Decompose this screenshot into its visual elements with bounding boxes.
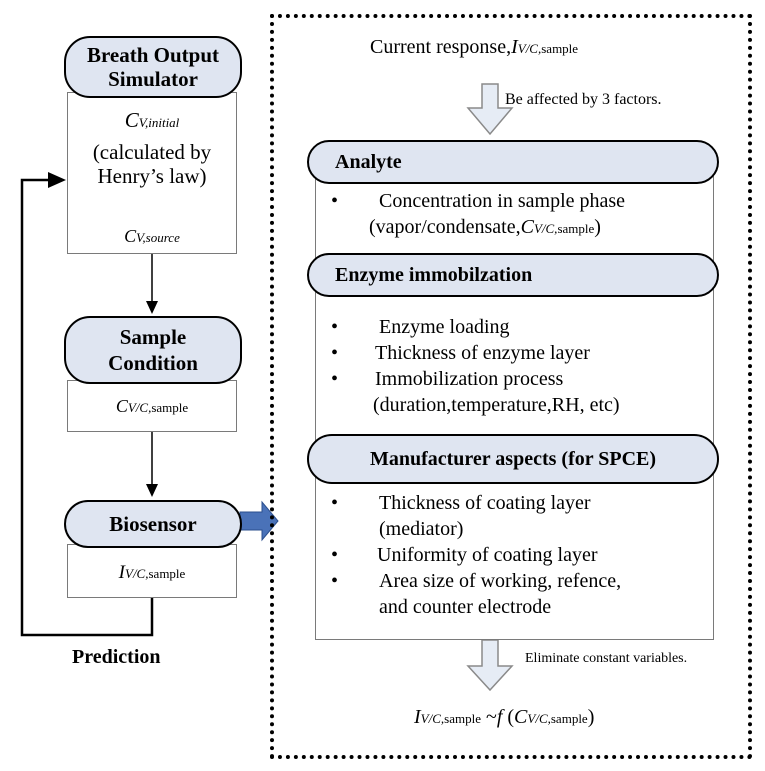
manufacturer-list: •Thickness of coating layer (mediator) •… bbox=[315, 490, 714, 620]
c-source-label: CV,source bbox=[124, 226, 180, 246]
affected-note: Be affected by 3 factors. bbox=[505, 91, 662, 108]
c-sample-label: CV/C,sample bbox=[115, 396, 189, 416]
breath-simulator-title: Breath Output Simulator bbox=[86, 43, 220, 91]
sample-condition-title: Sample Condition bbox=[108, 325, 198, 375]
feedback-arrow-icon bbox=[48, 172, 66, 188]
analyte-pill: Analyte bbox=[307, 140, 719, 184]
list-item: and counter electrode bbox=[379, 596, 552, 618]
prediction-label: Prediction bbox=[72, 646, 161, 668]
arrow-down-icon bbox=[146, 301, 158, 314]
list-item: (vapor/condensate,CV/C,sample) bbox=[369, 216, 601, 238]
manufacturer-title: Manufacturer aspects (for SPCE) bbox=[369, 447, 657, 470]
factors-box bbox=[315, 160, 714, 640]
breath-simulator-pill: Breath Output Simulator bbox=[64, 36, 242, 98]
c-initial-label: CV,initial bbox=[124, 108, 180, 132]
current-response-label: Current response,IV/C,sample bbox=[370, 36, 579, 58]
eliminate-note: Eliminate constant variables. bbox=[525, 651, 688, 666]
list-item: •Thickness of enzyme layer bbox=[331, 342, 590, 364]
enzyme-title: Enzyme immobilzation bbox=[335, 263, 533, 286]
list-item: •Concentration in sample phase bbox=[331, 190, 626, 212]
hollow-arrow-down-icon bbox=[466, 83, 514, 136]
breath-box bbox=[67, 92, 237, 254]
final-formula: IV/C,sample ~f (CV/C,sample) bbox=[414, 706, 595, 728]
i-sample-label: IV/C,sample bbox=[118, 562, 186, 583]
sample-condition-pill: Sample Condition bbox=[64, 316, 242, 384]
manufacturer-pill: Manufacturer aspects (for SPCE) bbox=[307, 434, 719, 484]
list-item: •Uniformity of coating layer bbox=[331, 544, 598, 566]
biosensor-pill: Biosensor bbox=[64, 500, 242, 548]
list-item: •Enzyme loading bbox=[331, 316, 510, 338]
enzyme-list: •Enzyme loading •Thickness of enzyme lay… bbox=[315, 314, 714, 418]
arrow-down-icon bbox=[146, 484, 158, 497]
biosensor-title: Biosensor bbox=[109, 511, 197, 536]
list-item: •Thickness of coating layer bbox=[331, 492, 591, 514]
analyte-list: •Concentration in sample phase (vapor/co… bbox=[315, 188, 714, 242]
henry-note: (calculated by Henry’s law) bbox=[92, 140, 212, 188]
factors-frame bbox=[270, 14, 752, 759]
analyte-title: Analyte bbox=[335, 150, 402, 173]
list-item: (mediator) bbox=[379, 518, 464, 540]
list-item: •Area size of working, refence, bbox=[331, 570, 622, 592]
biosensor-box bbox=[67, 544, 237, 598]
enzyme-pill: Enzyme immobilzation bbox=[307, 253, 719, 297]
list-item: (duration,temperature,RH, etc) bbox=[373, 394, 620, 416]
list-item: •Immobilization process bbox=[331, 368, 564, 390]
hollow-arrow-down-icon bbox=[466, 639, 514, 692]
sample-box bbox=[67, 380, 237, 432]
